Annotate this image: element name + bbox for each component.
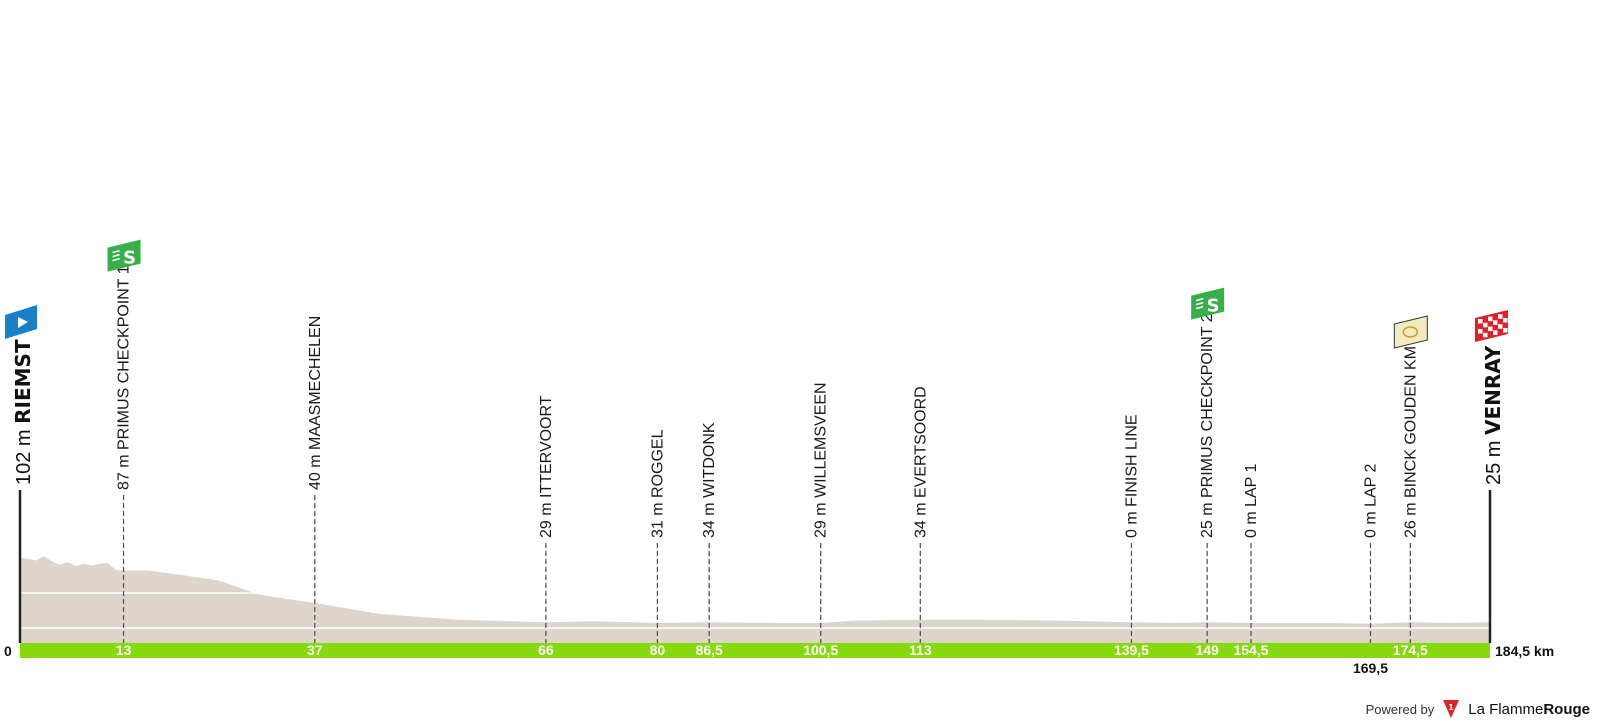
km-label: 154,5 bbox=[1233, 642, 1268, 658]
footer-credit: Powered by 1 La FlammeRouge bbox=[1366, 698, 1590, 720]
checker-square bbox=[1493, 320, 1498, 325]
waypoint-label: 29 m WILLEMSVEEN bbox=[813, 382, 830, 538]
flamme-rouge-logo-icon: 1 bbox=[1443, 700, 1460, 718]
speed-line bbox=[112, 249, 120, 254]
waypoint-label: 34 m EVERTSOORD bbox=[912, 386, 929, 538]
speed-line bbox=[1195, 297, 1204, 302]
waypoint-label: 29 m ITTERVOORT bbox=[538, 395, 555, 538]
speed-line bbox=[112, 253, 120, 258]
waypoint-label: 40 m MAASMECHELEN bbox=[307, 316, 324, 490]
speed-line bbox=[112, 257, 120, 262]
svg-text:1: 1 bbox=[1449, 703, 1455, 712]
checker-square bbox=[1503, 318, 1508, 323]
waypoint-label: 0 m FINISH LINE bbox=[1124, 414, 1141, 538]
checker-square bbox=[1488, 316, 1493, 322]
finish-label: 25 m VENRAY bbox=[1481, 345, 1505, 485]
finish-elevation: 25 m bbox=[1483, 435, 1505, 485]
start-label: 102 m RIEMST bbox=[11, 339, 35, 485]
powered-by-text: Powered by bbox=[1365, 701, 1435, 717]
km-label: 37 bbox=[307, 642, 323, 658]
waypoint-label: 0 m LAP 1 bbox=[1243, 463, 1260, 538]
finish-town: VENRAY bbox=[1481, 345, 1505, 435]
checker-square bbox=[1478, 319, 1483, 324]
waypoint-label: 87 m PRIMUS CHECKPOINT 1 bbox=[116, 265, 133, 490]
checker-square bbox=[1493, 330, 1498, 335]
waypoint-label: 31 m ROGGEL bbox=[649, 429, 666, 538]
km-label: 169,5 bbox=[1353, 660, 1388, 676]
km-label: 174,5 bbox=[1393, 642, 1428, 658]
km-label: 80 bbox=[650, 642, 666, 658]
brand-name: La FlammeRouge bbox=[1468, 700, 1590, 718]
play-icon bbox=[18, 317, 28, 328]
km-label-finish: 184,5 km bbox=[1495, 643, 1554, 659]
km-label: 13 bbox=[116, 642, 132, 658]
waypoint-label: 26 m BINCK GOUDEN KM bbox=[1402, 346, 1419, 538]
distance-bar bbox=[20, 643, 1490, 658]
checker-square bbox=[1483, 332, 1488, 338]
sprint-flag-icon bbox=[1191, 287, 1225, 320]
sprint-s-icon: S bbox=[1207, 296, 1220, 317]
km-label: 86,5 bbox=[696, 642, 723, 658]
sprint-flag-icon bbox=[107, 239, 141, 272]
km-label: 149 bbox=[1195, 642, 1219, 658]
start-town: RIEMST bbox=[11, 339, 35, 424]
checker-square bbox=[1478, 329, 1483, 334]
golden-km-icon bbox=[1393, 315, 1428, 349]
checker-square bbox=[1498, 314, 1503, 319]
checker-square bbox=[1483, 322, 1488, 328]
km-label: 113 bbox=[909, 642, 932, 658]
km-label: 66 bbox=[538, 642, 554, 658]
elevation-area bbox=[20, 556, 1490, 643]
finish-flag-icon bbox=[1475, 310, 1508, 342]
start-elevation: 102 m bbox=[13, 424, 35, 485]
speed-line bbox=[1195, 305, 1204, 310]
waypoint-label: 34 m WITDONK bbox=[701, 422, 718, 538]
km-label-start: 0 bbox=[4, 643, 12, 659]
coin-icon bbox=[1402, 326, 1419, 338]
checker-square bbox=[1503, 328, 1508, 333]
checker-square bbox=[1488, 326, 1493, 332]
sprint-s-icon: S bbox=[123, 248, 136, 269]
checker-square bbox=[1498, 324, 1503, 329]
speed-line bbox=[1195, 301, 1204, 306]
km-label: 100,5 bbox=[803, 642, 838, 658]
waypoint-label: 0 m LAP 2 bbox=[1363, 463, 1380, 538]
km-label: 139,5 bbox=[1114, 642, 1149, 658]
waypoint-label: 25 m PRIMUS CHECKPOINT 2 bbox=[1199, 313, 1216, 538]
